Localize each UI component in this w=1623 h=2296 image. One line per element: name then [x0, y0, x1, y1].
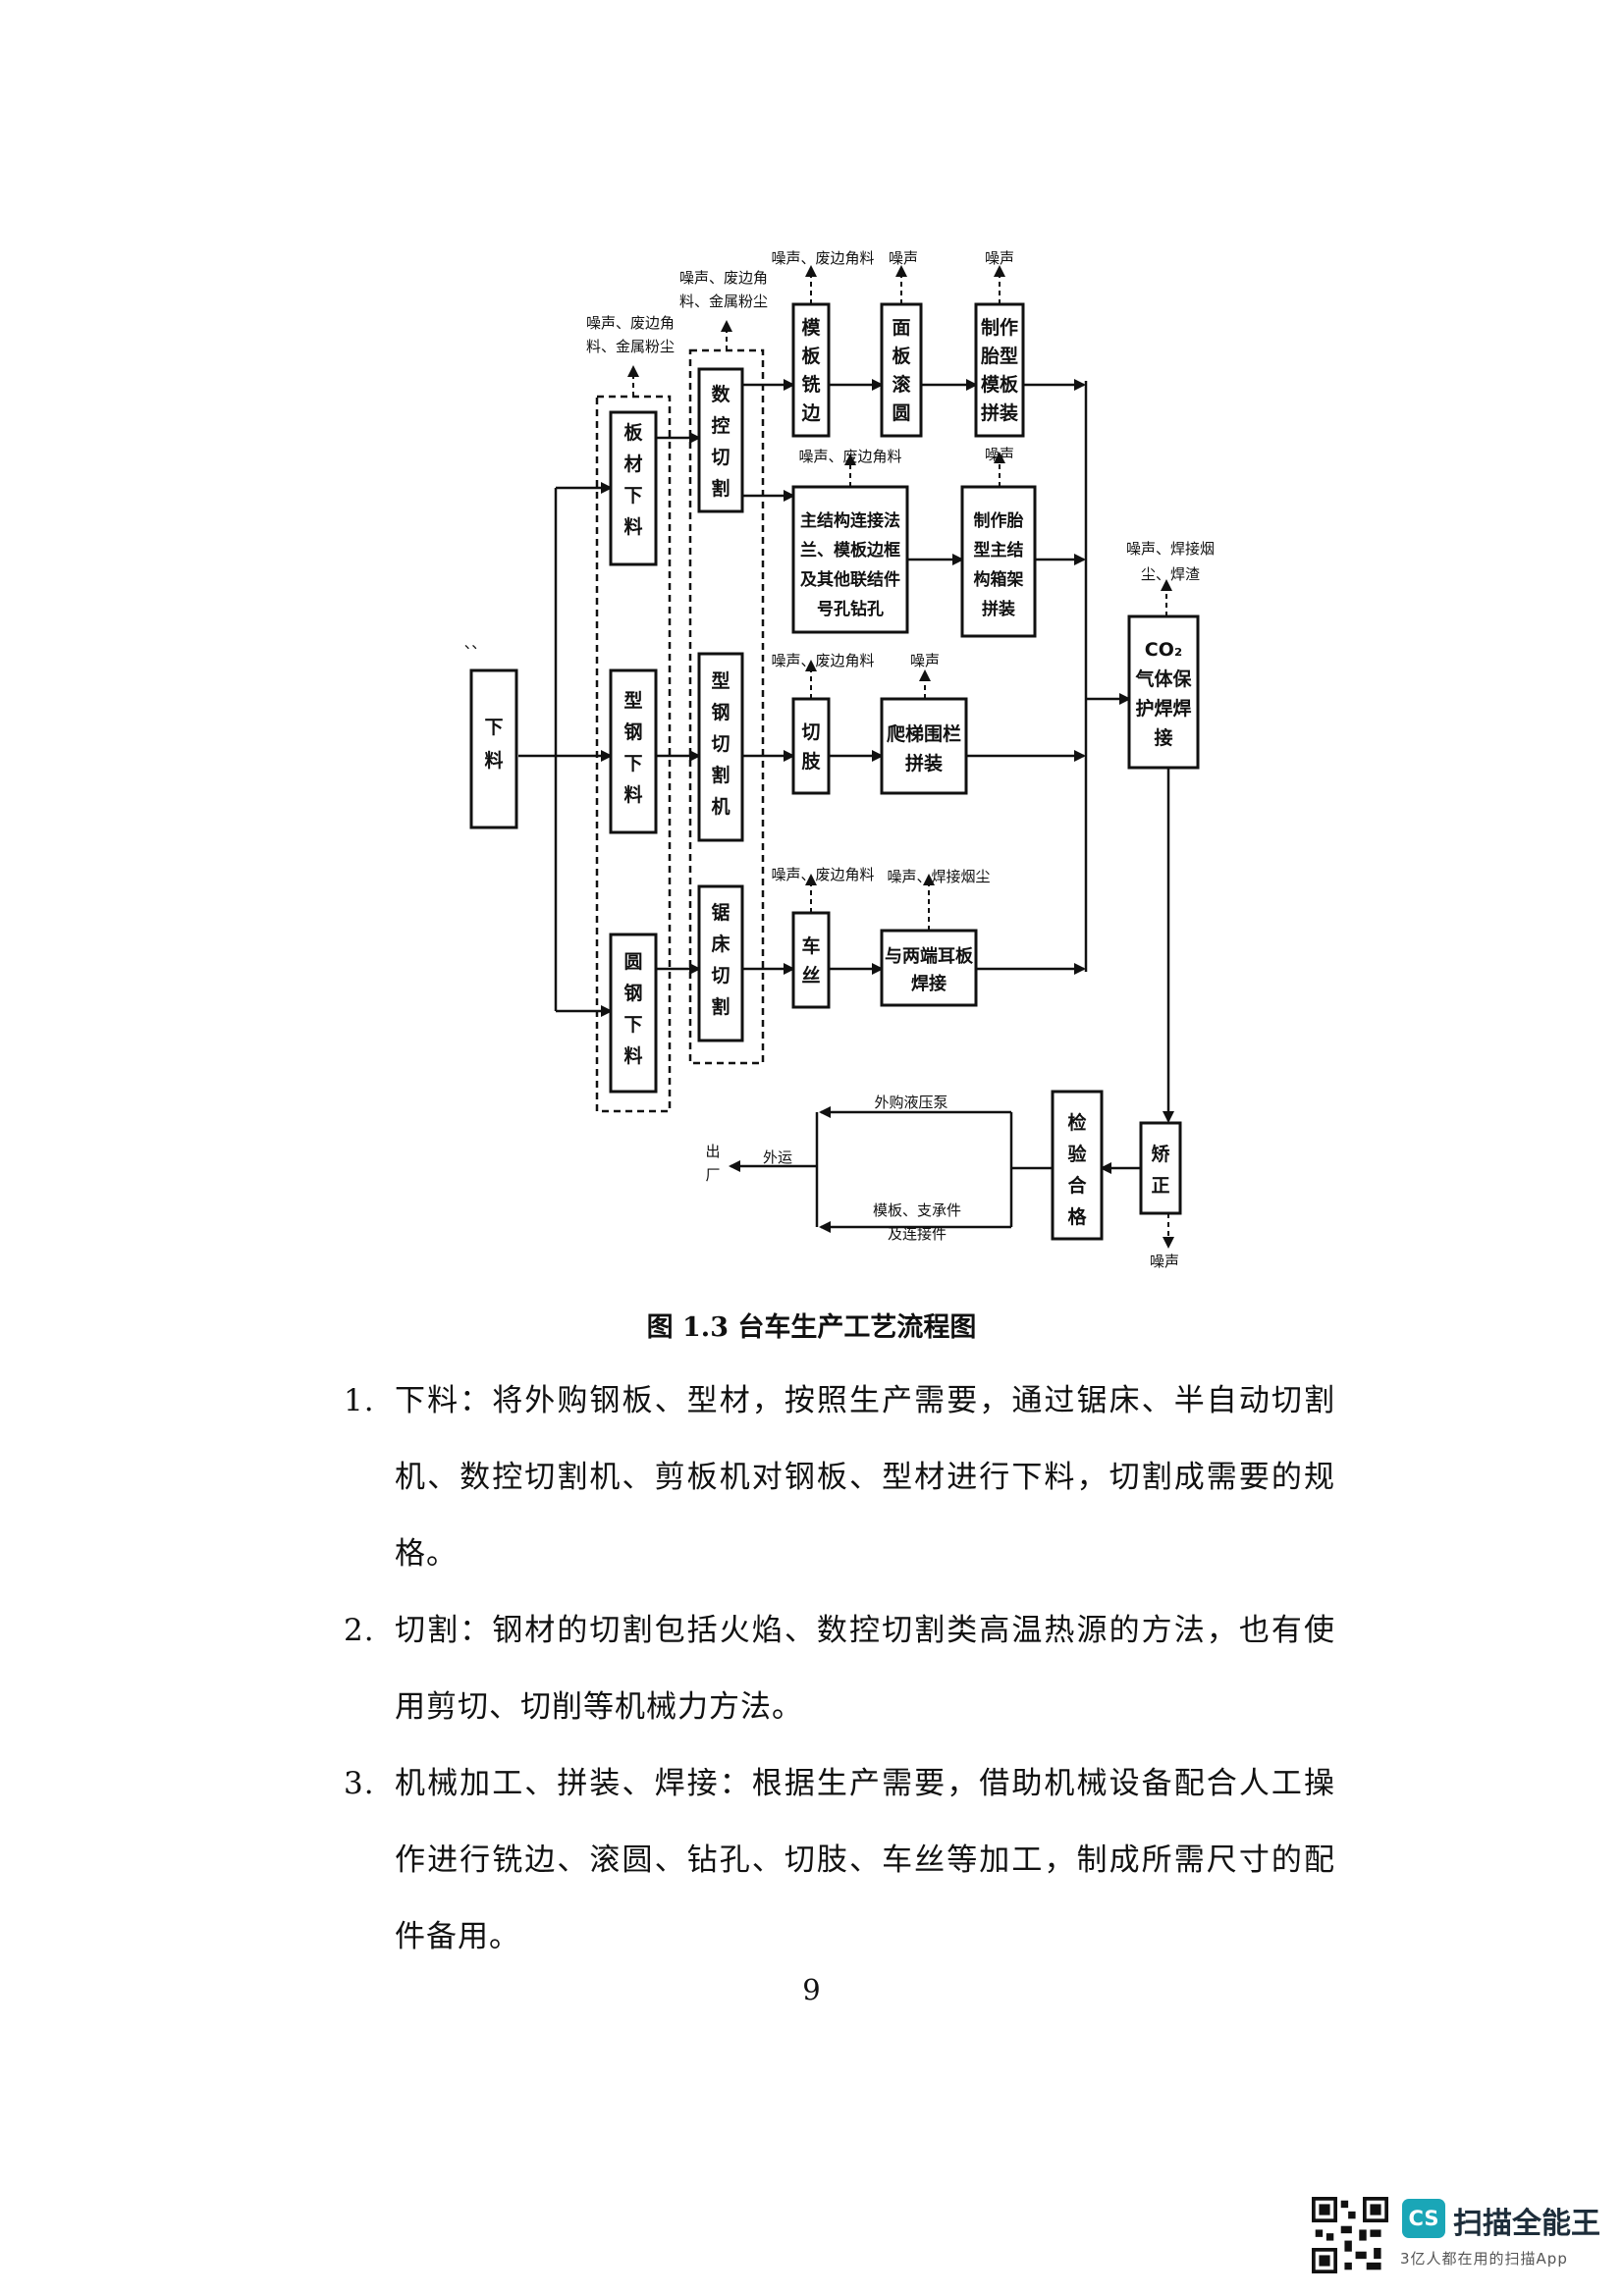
flow-connectors	[518, 379, 1174, 1233]
paragraph-number: 3.	[344, 1766, 375, 1801]
node-bancai: 板材下料	[623, 421, 643, 538]
node-xgqg-box	[697, 652, 744, 842]
stray-marks: 、、	[464, 634, 487, 652]
node-chesi: 车丝	[801, 934, 820, 987]
label-muban: 模板、支承件及连接件	[873, 1201, 961, 1243]
node-juchuang: 锯床切割	[711, 901, 730, 1018]
note-taixingzhu: 噪声	[985, 446, 1014, 463]
node-jianyan: 检验合格	[1067, 1111, 1087, 1228]
figure-caption: 图 1.3 台车生产工艺流程图	[646, 1312, 977, 1343]
node-taixing: 制作胎型模板拼装	[981, 316, 1019, 424]
node-erban: 与两端耳板焊接	[885, 945, 974, 994]
node-pati-box	[880, 697, 968, 795]
label-waiyun: 外运	[763, 1148, 792, 1166]
node-xialiao: 下料	[484, 717, 503, 772]
node-jiaozheng: 矫正	[1151, 1143, 1169, 1197]
note-taixing: 噪声	[985, 249, 1014, 267]
note-chesi: 噪声、废边角料	[771, 866, 874, 883]
node-jiaozheng-box	[1139, 1121, 1182, 1215]
qr-code-icon	[1312, 2197, 1388, 2273]
node-erban-box	[880, 929, 978, 1007]
node-qiezhi-box	[791, 697, 831, 795]
note-shukong: 噪声、废边角料、金属粉尘	[679, 269, 768, 310]
note-mianban: 噪声	[889, 249, 918, 267]
paragraph-text: 切割：钢材的切割包括火焰、数控切割类高温热源的方法，也有使用剪切、切削等机械力方…	[395, 1613, 1335, 1725]
node-jianyan-box	[1051, 1090, 1104, 1241]
node-pati: 爬梯围栏拼装	[886, 722, 961, 774]
node-taixingzhu: 制作胎型主结构箱架拼装	[974, 510, 1024, 619]
camscanner-logo: CS	[1402, 2199, 1445, 2238]
process-flowchart: 下料 板材下料 型钢下料 圆钢下料 数控切割 型钢切割机 锯床切割 模板铣边 面…	[464, 249, 1215, 1270]
emission-arrows	[627, 265, 1174, 1249]
node-zhujiegou: 主结构连接法兰、模板边框及其他联结件号孔钻孔	[800, 510, 900, 619]
paragraph-text: 下料：将外购钢板、型材，按照生产需要，通过锯床、半自动切割机、数控切割机、剪板机…	[395, 1383, 1335, 1572]
node-xialiao-box	[469, 668, 518, 829]
label-chuchang: 出厂	[705, 1143, 720, 1184]
node-zhujiegou-box	[791, 485, 909, 634]
paragraph-1: 1. 下料：将外购钢板、型材，按照生产需要，通过锯床、半自动切割机、数控切割机、…	[344, 1362, 1335, 1592]
paragraph-number: 2.	[344, 1613, 375, 1648]
node-hengban-box	[791, 302, 831, 438]
note-qiezhi: 噪声、废边角料	[771, 652, 874, 669]
camscanner-tagline: 3亿人都在用的扫描App	[1400, 2250, 1568, 2268]
node-shukong: 数控切割	[711, 383, 730, 500]
paragraph-text: 机械加工、拼装、焊接：根据生产需要，借助机械设备配合人工操作进行铣边、滚圆、钻孔…	[395, 1766, 1335, 1954]
note-jiaozheng: 噪声	[1150, 1253, 1179, 1270]
node-mianban-box	[880, 302, 923, 438]
node-chesi-box	[791, 911, 831, 1009]
label-waigou: 外购液压泵	[874, 1094, 947, 1111]
node-shukong-box	[697, 367, 744, 513]
node-xinggang: 型钢下料	[623, 689, 642, 806]
paragraph-number: 1.	[344, 1383, 375, 1418]
node-juchuang-box	[697, 884, 744, 1042]
node-mianban: 面板滚圆	[892, 317, 911, 424]
note-co2: 噪声、焊接烟尘、焊渣	[1126, 540, 1215, 583]
node-taixingzhu-box	[960, 485, 1037, 638]
page-number: 9	[802, 1973, 821, 2006]
node-co2-box	[1127, 614, 1200, 770]
note-hengban: 噪声、废边角料	[771, 249, 874, 267]
node-taixing-box	[974, 302, 1025, 438]
node-yuangang-box	[609, 933, 658, 1094]
node-hengban: 模板铣边	[800, 316, 821, 424]
paragraph-3: 3. 机械加工、拼装、焊接：根据生产需要，借助机械设备配合人工操作进行铣边、滚圆…	[344, 1745, 1335, 1975]
node-xgqg: 型钢切割机	[711, 669, 730, 818]
node-bancai-box	[609, 410, 658, 566]
note-erban: 噪声、焊接烟尘	[887, 868, 990, 885]
node-labels: 下料 板材下料 型钢下料 圆钢下料 数控切割 型钢切割机 锯床切割 模板铣边 面…	[484, 316, 1192, 1228]
node-qiezhi: 切肢	[801, 721, 821, 773]
paragraph-2: 2. 切割：钢材的切割包括火焰、数控切割类高温热源的方法，也有使用剪切、切削等机…	[344, 1592, 1335, 1745]
emission-notes: 噪声、废边角料、金属粉尘 噪声、废边角料、金属粉尘 噪声、废边角料 噪声 噪声 …	[464, 249, 1215, 1270]
note-pati: 噪声	[910, 652, 940, 669]
node-yuangang: 圆钢下料	[623, 951, 642, 1067]
note-zhujiegou: 噪声、废边角料	[798, 448, 901, 465]
camscanner-name: 扫描全能王	[1453, 2207, 1600, 2241]
flow-nodes	[469, 302, 1200, 1241]
node-xinggang-box	[609, 668, 658, 834]
note-bancai: 噪声、废边角料、金属粉尘	[586, 314, 675, 355]
